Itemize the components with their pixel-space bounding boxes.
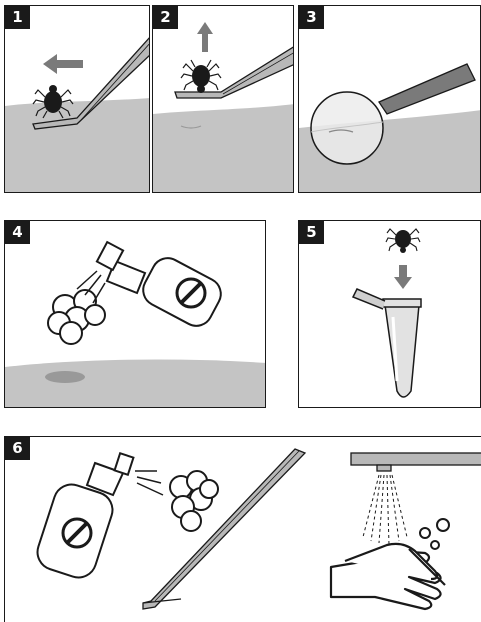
- faucet-icon: [351, 453, 481, 471]
- step-1-number: 1: [5, 6, 30, 29]
- spray-cloud-icon: [170, 471, 218, 531]
- skin-surface: [5, 360, 266, 408]
- skin-surface: [5, 98, 150, 193]
- step-6-panel: 6: [4, 436, 481, 622]
- step-5-illustration: [299, 221, 481, 408]
- step-5-panel: 5: [298, 220, 481, 408]
- step-4-illustration: [5, 221, 266, 408]
- spray-bottle-icon: [33, 453, 134, 582]
- spray-bottle-icon: [97, 242, 227, 331]
- soap-bubbles-icon: [420, 519, 449, 549]
- step-3-number: 3: [299, 6, 324, 29]
- step-3-illustration: [299, 6, 481, 193]
- step-4-panel: 4: [4, 220, 266, 408]
- water-spray-icon: [363, 475, 407, 545]
- step-5-number: 5: [299, 221, 324, 244]
- step-1-panel: 1: [4, 5, 150, 193]
- step-2-panel: 2: [152, 5, 294, 193]
- step-3-panel: 3: [298, 5, 481, 193]
- tick-icon: [181, 60, 221, 93]
- arrow-down-icon: [394, 265, 412, 289]
- tick-icon: [386, 229, 420, 253]
- skin-surface: [153, 104, 294, 193]
- arrow-left-icon: [43, 54, 83, 74]
- step-2-illustration: [153, 6, 294, 193]
- washing-hands-icon: [331, 544, 445, 609]
- bite-mark: [45, 371, 85, 383]
- step-4-number: 4: [5, 221, 30, 244]
- step-2-number: 2: [153, 6, 178, 29]
- tweezers-icon: [143, 449, 305, 609]
- arrow-up-icon: [197, 22, 213, 52]
- step-1-illustration: [5, 6, 150, 193]
- step-6-number: 6: [5, 437, 30, 460]
- step-6-illustration: [5, 437, 481, 622]
- vial-icon: [353, 289, 421, 397]
